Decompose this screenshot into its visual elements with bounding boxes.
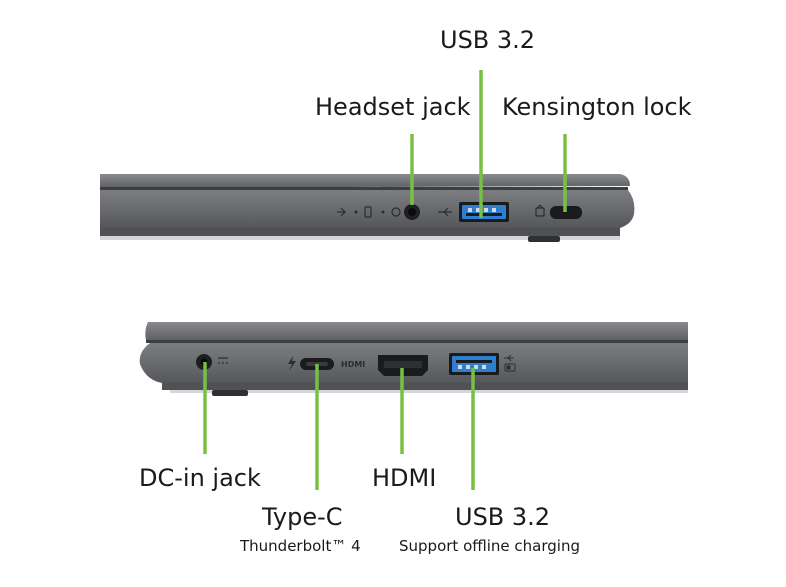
lock-icon bbox=[535, 204, 545, 217]
label-headset-jack: Headset jack bbox=[315, 93, 471, 121]
label-hdmi: HDMI bbox=[372, 464, 437, 492]
label-usb-top: USB 3.2 bbox=[440, 26, 536, 54]
usb-charging-icon bbox=[504, 354, 516, 372]
usb-a-port-bottom bbox=[449, 353, 499, 375]
dc-power-icon bbox=[218, 357, 228, 364]
top-lid bbox=[100, 174, 630, 188]
label-usb-bottom: USB 3.2 bbox=[455, 503, 551, 531]
thunderbolt-icon bbox=[288, 356, 296, 371]
usb-a-port-top bbox=[459, 202, 509, 222]
label-dc-in-jack: DC-in jack bbox=[139, 464, 261, 492]
sublabel-offline-charging: Support offline charging bbox=[399, 537, 580, 555]
kensington-lock-slot bbox=[550, 206, 582, 219]
label-kensington-lock: Kensington lock bbox=[502, 93, 692, 121]
indicator-icons bbox=[337, 206, 401, 218]
bottom-lid bbox=[145, 322, 689, 340]
usb-symbol-icon bbox=[438, 207, 452, 217]
label-type-c: Type-C bbox=[262, 503, 343, 531]
hdmi-logo-text: HDMI bbox=[341, 360, 365, 369]
sublabel-thunderbolt: Thunderbolt™ 4 bbox=[240, 537, 361, 555]
